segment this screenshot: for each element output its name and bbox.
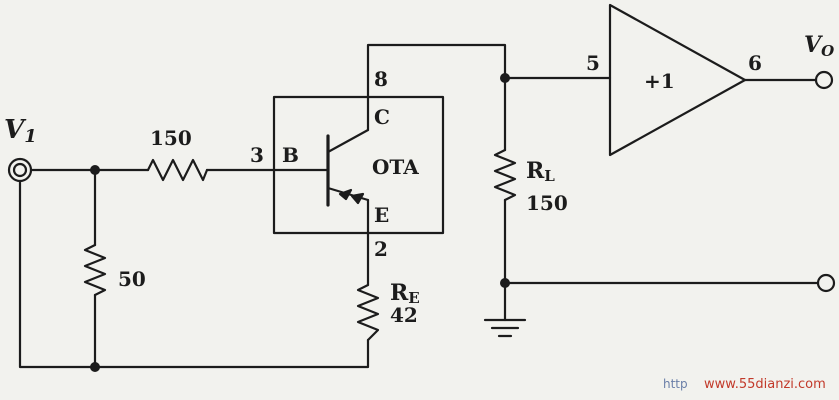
label-buffer-gain: +1 <box>644 69 675 93</box>
junction-input-node <box>90 165 100 175</box>
label-buffer-out-pin: 6 <box>748 51 762 75</box>
transistor-symbol <box>326 128 370 207</box>
label-ota: OTA <box>372 155 419 179</box>
ground-symbol <box>483 318 527 338</box>
label-collector-pin: C <box>374 105 390 129</box>
label-base-pin-number: 3 <box>250 143 264 167</box>
junction-bottom-node <box>90 362 100 372</box>
label-output-voltage: VO <box>804 32 834 60</box>
ground-terminal <box>816 273 836 293</box>
ota-package-box <box>272 95 445 235</box>
buffer-amplifier-triangle <box>608 3 747 157</box>
label-shunt-resistor-value: 50 <box>118 267 146 291</box>
label-series-resistor-value: 150 <box>150 126 192 150</box>
label-emitter-pin-number: 2 <box>374 237 388 261</box>
resistor-shunt-50 <box>83 243 107 297</box>
input-terminal <box>7 157 33 183</box>
label-rl: RL <box>526 158 555 185</box>
label-re-value: 42 <box>390 303 418 327</box>
junction-ground-node <box>500 278 510 288</box>
label-input-voltage: V1 <box>4 115 37 147</box>
wire-bottom-return <box>18 179 370 369</box>
resistor-series-150 <box>146 158 209 182</box>
junction-buffer-node <box>500 73 510 83</box>
watermark-site: www.55dianzi.com <box>704 377 826 392</box>
output-terminal <box>814 70 834 90</box>
label-buffer-in-pin: 5 <box>586 51 600 75</box>
wire-collector-up <box>366 43 507 132</box>
label-collector-pin-number: 8 <box>374 67 388 91</box>
label-rl-value: 150 <box>526 191 568 215</box>
label-emitter-pin: E <box>374 203 389 227</box>
label-base-pin: B <box>282 143 299 167</box>
label-re: RE <box>390 280 420 307</box>
watermark-prefix: http <box>663 377 688 391</box>
resistor-re-42 <box>356 283 380 342</box>
resistor-rl-150 <box>493 148 517 202</box>
